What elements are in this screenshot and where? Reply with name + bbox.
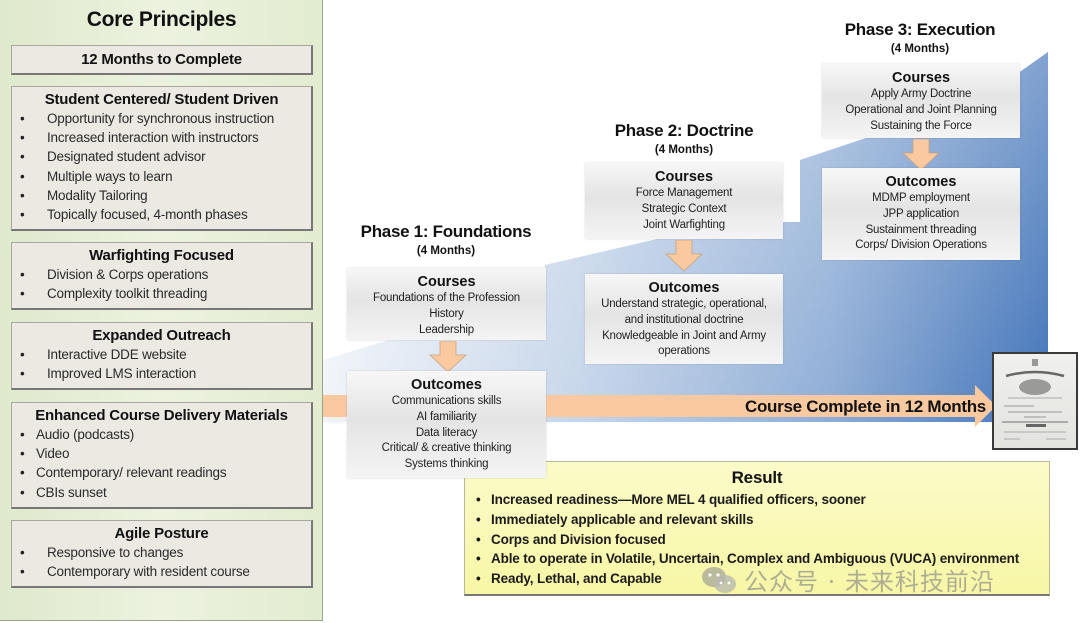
- phase-2-duration: (4 Months): [654, 144, 714, 156]
- section-heading: Agile Posture: [114, 525, 209, 542]
- section-heading: Expanded Outreach: [92, 327, 231, 344]
- outcome-item: Systems thinking: [404, 458, 489, 471]
- outcomes-heading: Outcomes: [648, 280, 720, 296]
- core-principles-panel: Core Principles 12 Months to Complete St…: [0, 0, 323, 621]
- outcome-item: operations: [658, 345, 710, 358]
- down-arrow-icon: [428, 341, 468, 373]
- list-item: Audio (podcasts): [12, 425, 311, 444]
- section-heading: Warfighting Focused: [89, 247, 234, 264]
- list-item: Multiple ways to learn: [12, 167, 311, 186]
- list-item: CBIs sunset: [12, 483, 311, 502]
- result-item: Immediately applicable and relevant skil…: [465, 510, 1049, 530]
- list-item: Improved LMS interaction: [12, 364, 311, 383]
- outcome-item: Communications skills: [391, 395, 502, 407]
- section-heading: Student Centered/ Student Driven: [44, 91, 279, 108]
- outcome-item: Critical/ & creative thinking: [381, 442, 512, 455]
- principle-section: Agile Posture Responsive to changes Cont…: [11, 520, 313, 588]
- course-item: Sustaining the Force: [870, 119, 972, 132]
- watermark: 公众号 · 未来科技前沿: [700, 562, 995, 597]
- outcome-item: AI familiarity: [416, 410, 477, 423]
- down-arrow-icon: [664, 240, 704, 272]
- outcome-item: JPP application: [882, 207, 960, 220]
- list-item: Opportunity for synchronous instruction: [12, 109, 311, 128]
- course-item: Foundations of the Profession: [373, 292, 520, 304]
- outcome-item: Corps/ Division Operations: [855, 239, 987, 252]
- list-item: Contemporary with resident course: [12, 562, 311, 581]
- outcomes-heading: Outcomes: [411, 377, 482, 393]
- outcomes-heading: Outcomes: [885, 174, 957, 190]
- course-item: Force Management: [635, 187, 733, 199]
- phase-3-title: Phase 3: Execution: [844, 20, 996, 39]
- outcome-item: Sustainment threading: [865, 223, 977, 236]
- courses-heading: Courses: [654, 169, 714, 185]
- duration-box: 12 Months to Complete: [11, 45, 313, 75]
- timeline-label: Course Complete in 12 Months: [745, 397, 986, 416]
- outcome-item: Data literacy: [415, 426, 478, 439]
- panel-title: Core Principles: [86, 8, 237, 31]
- list-item: Designated student advisor: [12, 147, 311, 166]
- course-item: Operational and Joint Planning: [845, 103, 997, 116]
- course-item: Leadership: [419, 323, 474, 336]
- course-item: Joint Warfighting: [643, 218, 725, 231]
- result-item: Corps and Division focused: [465, 530, 1049, 550]
- phase-2-outcomes-card: Outcomes Understand strategic, operation…: [585, 274, 783, 364]
- result-box: Result Increased readiness—More MEL 4 qu…: [464, 461, 1050, 596]
- phase-1-title: Phase 1: Foundations: [360, 222, 532, 241]
- principle-section: Warfighting Focused Division & Corps ope…: [11, 242, 313, 310]
- course-item: Strategic Context: [641, 202, 727, 215]
- principle-section: Expanded Outreach Interactive DDE websit…: [11, 322, 313, 390]
- phase-1-courses-card: Courses Foundations of the Profession Hi…: [347, 268, 546, 340]
- down-arrow-icon: [901, 139, 941, 171]
- outcome-item: Knowledgeable in Joint and Army: [602, 329, 766, 342]
- phase-1-outcomes-card: Outcomes Communications skills AI famili…: [347, 371, 546, 478]
- result-heading: Result: [731, 468, 783, 487]
- outcome-item: Understand strategic, operational,: [601, 298, 767, 310]
- list-item: Video: [12, 444, 311, 463]
- courses-heading: Courses: [891, 70, 951, 86]
- list-item: Interactive DDE website: [12, 345, 311, 364]
- wechat-icon: [702, 566, 736, 593]
- list-item: Topically focused, 4-month phases: [12, 205, 311, 224]
- result-item: Able to operate in Volatile, Uncertain, …: [465, 549, 1049, 569]
- section-heading: Enhanced Course Delivery Materials: [35, 407, 288, 424]
- list-item: Increased interaction with instructors: [12, 128, 311, 147]
- result-item: Ready, Lethal, and Capable: [465, 569, 1049, 589]
- phase-1-duration: (4 Months): [416, 245, 476, 257]
- courses-heading: Courses: [417, 274, 476, 290]
- course-item: Apply Army Doctrine: [870, 88, 972, 100]
- principle-section: Student Centered/ Student Driven Opportu…: [11, 86, 313, 231]
- list-item: Complexity toolkit threading: [12, 284, 311, 303]
- phase-2-title: Phase 2: Doctrine: [614, 121, 754, 140]
- list-item: Contemporary/ relevant readings: [12, 463, 311, 482]
- watermark-text: 公众号 · 未来科技前沿: [744, 568, 995, 596]
- result-item: Increased readiness—More MEL 4 qualified…: [465, 490, 1049, 510]
- phase-3-duration: (4 Months): [890, 43, 950, 55]
- principle-section: Enhanced Course Delivery Materials Audio…: [11, 402, 313, 509]
- outcome-item: and institutional doctrine: [624, 313, 744, 326]
- list-item: Modality Tailoring: [12, 186, 311, 205]
- diploma-icon: [992, 352, 1078, 450]
- list-item: Responsive to changes: [12, 543, 311, 562]
- phase-3-outcomes-card: Outcomes MDMP employment JPP application…: [822, 168, 1020, 260]
- phase-3-courses-card: Courses Apply Army Doctrine Operational …: [822, 64, 1020, 138]
- outcome-item: MDMP employment: [872, 192, 970, 204]
- duration-label: 12 Months to Complete: [81, 51, 242, 68]
- phase-2-courses-card: Courses Force Management Strategic Conte…: [585, 163, 783, 239]
- list-item: Division & Corps operations: [12, 265, 311, 284]
- course-item: History: [429, 307, 464, 320]
